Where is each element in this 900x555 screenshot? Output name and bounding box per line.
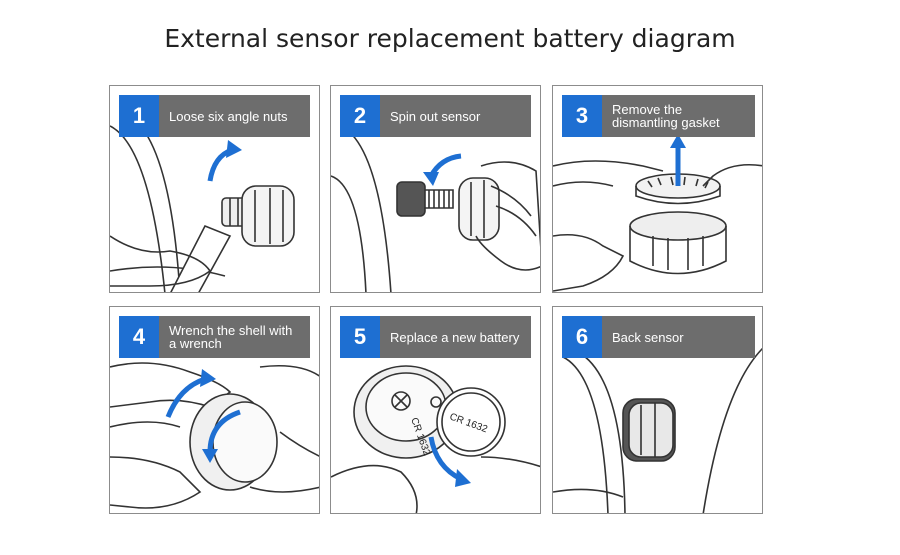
step-panel-3: 3 Remove the dismantling gasket bbox=[552, 85, 763, 293]
step-panel-5: CR 1632 CR 1632 5 Replace a new battery bbox=[330, 306, 541, 514]
rotate-arrow-icon bbox=[207, 409, 241, 453]
step-5-illustration: CR 1632 CR 1632 bbox=[331, 365, 540, 513]
step-number-badge: 1 bbox=[119, 95, 159, 137]
step-label: Wrench the shell with a wrench bbox=[159, 316, 310, 358]
step-panel-2: 2 Spin out sensor bbox=[330, 85, 541, 293]
diagram-title: External sensor replacement battery diag… bbox=[164, 24, 736, 53]
step-label: Replace a new battery bbox=[380, 316, 531, 358]
step-number-badge: 3 bbox=[562, 95, 602, 137]
step-caption-6: 6 Back sensor bbox=[562, 316, 755, 358]
step-label: Remove the dismantling gasket bbox=[602, 95, 755, 137]
step-caption-1: 1 Loose six angle nuts bbox=[119, 95, 310, 137]
step-1-illustration bbox=[110, 110, 295, 292]
step-caption-4: 4 Wrench the shell with a wrench bbox=[119, 316, 310, 358]
step-caption-2: 2 Spin out sensor bbox=[340, 95, 531, 137]
step-3-illustration bbox=[553, 134, 762, 292]
step-panel-6: 6 Back sensor bbox=[552, 306, 763, 514]
step-number-badge: 6 bbox=[562, 316, 602, 358]
step-number-badge: 5 bbox=[340, 316, 380, 358]
step-caption-3: 3 Remove the dismantling gasket bbox=[562, 95, 755, 137]
step-4-illustration bbox=[110, 362, 319, 509]
step-label: Spin out sensor bbox=[380, 95, 531, 137]
step-panel-4: 4 Wrench the shell with a wrench bbox=[109, 306, 320, 514]
step-number-badge: 2 bbox=[340, 95, 380, 137]
step-number-badge: 4 bbox=[119, 316, 159, 358]
step-panel-1: 1 Loose six angle nuts bbox=[109, 85, 320, 293]
step-caption-5: 5 Replace a new battery bbox=[340, 316, 531, 358]
step-2-illustration bbox=[331, 125, 540, 292]
step-label: Back sensor bbox=[602, 316, 755, 358]
step-label: Loose six angle nuts bbox=[159, 95, 310, 137]
